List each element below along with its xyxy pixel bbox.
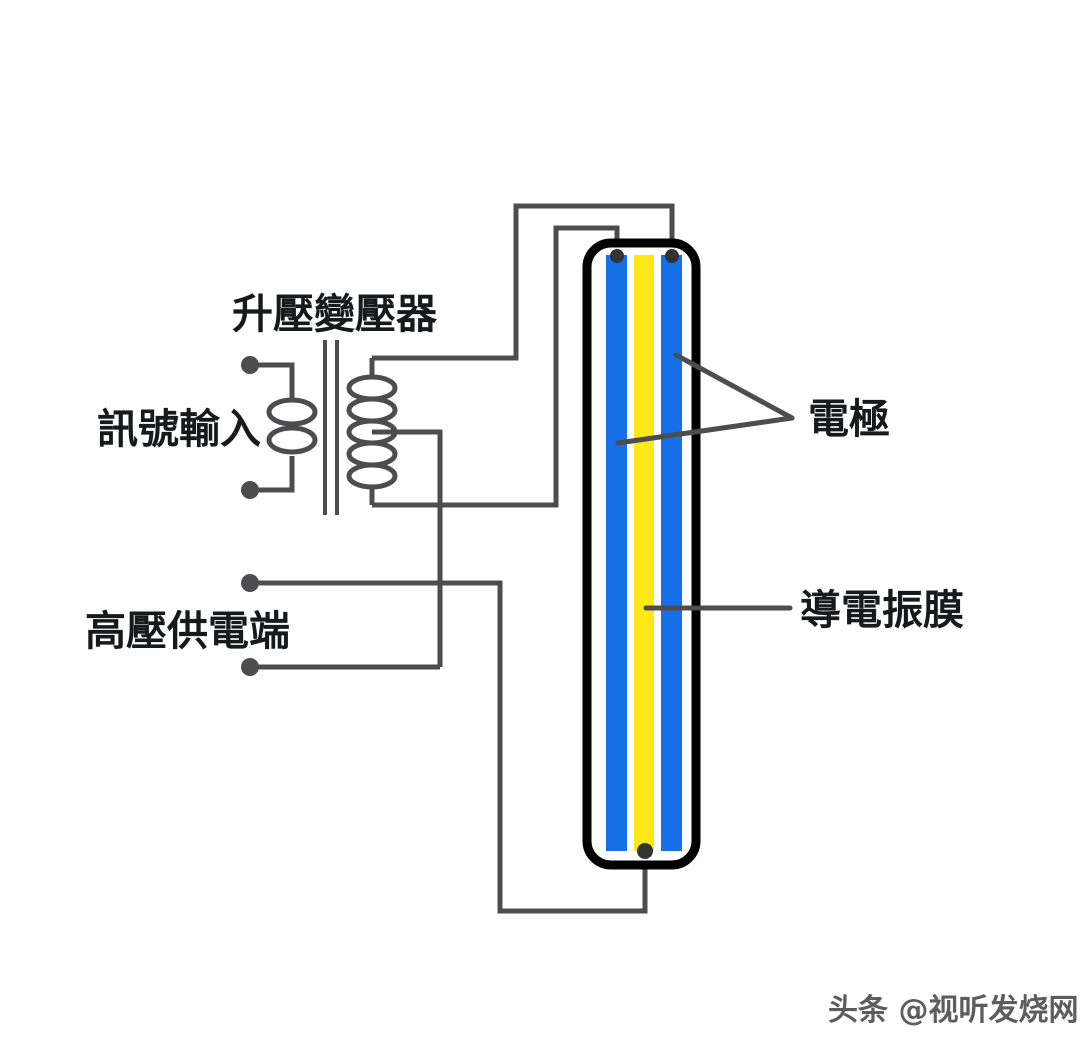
terminal-dots-group [241, 356, 259, 676]
wire-signal-input-bottom [252, 470, 295, 493]
leader-lines-group [615, 352, 795, 611]
leader-electrode-upper [673, 352, 795, 421]
wire-secondary-top-to-left-electrode [372, 203, 675, 361]
hv-supply-label: 高壓供電端 [85, 607, 290, 655]
terminal-signal-input-negative[interactable] [241, 481, 259, 499]
watermark-label: 头条 @视听发烧网 [828, 993, 1078, 1028]
terminal-hv-supply-negative[interactable] [241, 658, 259, 676]
terminal-signal-input-positive[interactable] [241, 356, 259, 374]
leader-electrode-lower [615, 415, 795, 446]
step-up-transformer [266, 340, 398, 515]
transformer-secondary-winding [346, 358, 398, 505]
electrode-right [661, 255, 682, 851]
electrode-label: 電極 [808, 395, 890, 443]
terminal-hv-supply-positive[interactable] [241, 574, 259, 592]
wire-signal-input-top [252, 362, 295, 385]
wire-hv-top-to-diaphragm [252, 580, 648, 914]
wire-secondary-bottom-to-right-electrode [372, 225, 620, 508]
diaphragm-label: 導電振膜 [800, 586, 964, 634]
node-left-electrode-top[interactable] [610, 249, 624, 263]
electrostatic-panel [582, 238, 701, 870]
transformer-primary-winding [266, 385, 318, 470]
electrode-left [606, 255, 627, 851]
signal-input-label: 訊號輸入 [97, 405, 261, 453]
panel-frame [582, 238, 701, 870]
conductive-diaphragm [634, 255, 654, 851]
transformer-title-label: 升壓變壓器 [232, 290, 438, 338]
node-right-electrode-top[interactable] [665, 249, 679, 263]
node-diaphragm-bottom[interactable] [637, 843, 653, 859]
